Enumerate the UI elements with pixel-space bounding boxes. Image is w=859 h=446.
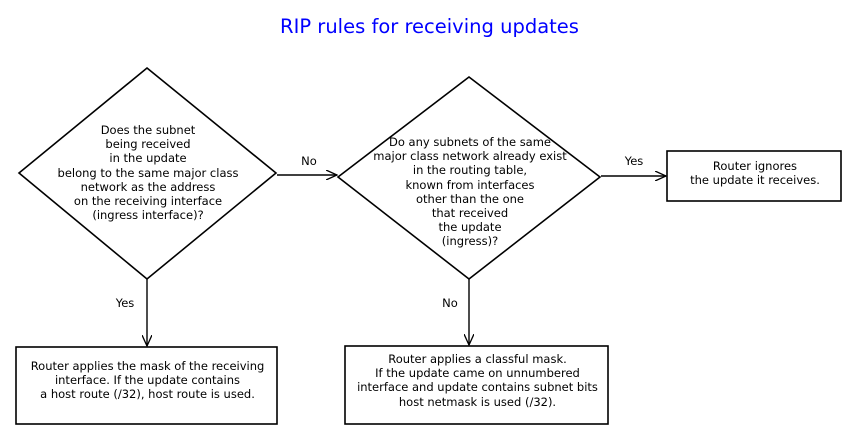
- action-apply-classful-mask-shape: [344, 345, 609, 425]
- page-title: RIP rules for receiving updates: [280, 15, 579, 38]
- edge-label-subnets-exist-no: No: [442, 296, 458, 310]
- action-ignore-update-shape: [666, 150, 842, 202]
- edge-label-subnets-exist-yes: Yes: [624, 154, 644, 168]
- edge-label-major-class-no: No: [301, 154, 317, 168]
- decision-subnets-exist-shape: [336, 75, 602, 281]
- edge-label-major-class-yes: Yes: [115, 296, 135, 310]
- decision-major-class-shape: [17, 66, 278, 281]
- action-apply-receiving-mask-shape: [15, 346, 278, 425]
